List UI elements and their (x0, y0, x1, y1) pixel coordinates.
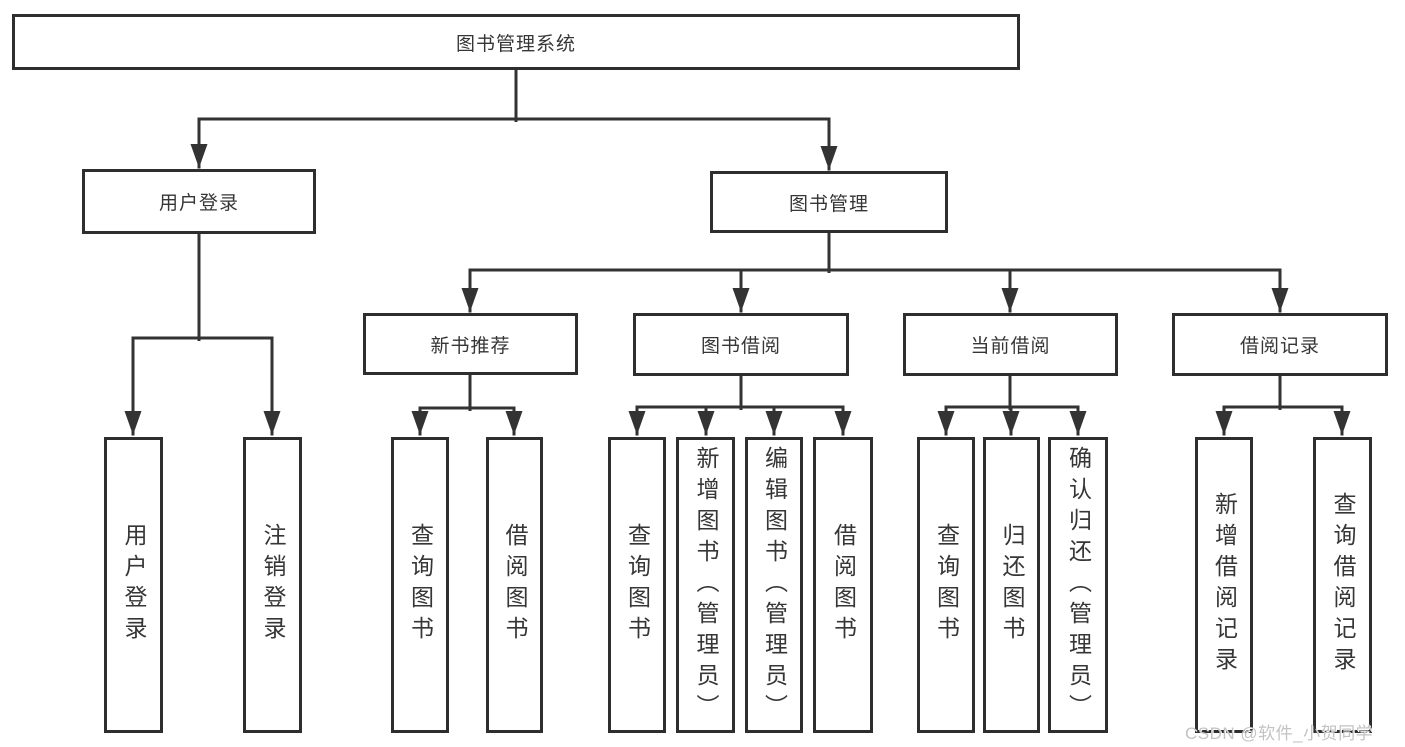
leaf-edit-book-admin: 编辑图书（管理员） (745, 437, 803, 733)
watermark: CSDN @软件_小贺同学 (1185, 724, 1374, 743)
node-borrow-records: 借阅记录 (1172, 313, 1388, 376)
leaf-add-book-admin: 新增图书（管理员） (676, 437, 735, 733)
node-book-management: 图书管理 (710, 171, 948, 233)
leaf-return-book: 归还图书 (983, 437, 1040, 733)
leaf-edit-book-admin-label: 编辑图书（管理员） (761, 445, 788, 725)
leaf-borrow-books-label: 借阅图书 (830, 523, 857, 647)
leaf-query-borrow-record: 查询借阅记录 (1313, 437, 1372, 733)
leaf-query-borrow-record-label: 查询借阅记录 (1330, 492, 1356, 678)
node-current-borrow: 当前借阅 (903, 313, 1118, 376)
node-book-borrow: 图书借阅 (633, 313, 849, 376)
leaf-borrow-books: 借阅图书 (813, 437, 873, 733)
leaf-query-books-current: 查询图书 (917, 437, 975, 733)
leaf-query-books-borrow: 查询图书 (608, 437, 666, 733)
leaf-borrow-books-recommend: 借阅图书 (486, 437, 543, 733)
node-new-book-recommend: 新书推荐 (363, 313, 578, 375)
node-user-login: 用户登录 (82, 169, 316, 234)
leaf-add-book-admin-label: 新增图书（管理员） (693, 445, 719, 725)
node-root: 图书管理系统 (12, 14, 1020, 70)
leaf-return-book-label: 归还图书 (999, 523, 1025, 647)
leaf-query-books-recommend-label: 查询图书 (407, 523, 434, 647)
leaf-logout-label: 注销登录 (260, 523, 286, 647)
leaf-logout: 注销登录 (243, 437, 302, 733)
leaf-query-books-recommend: 查询图书 (391, 437, 449, 733)
connector-lines (124, 66, 1351, 436)
leaf-user-login-label: 用户登录 (121, 523, 147, 647)
leaf-add-borrow-record: 新增借阅记录 (1195, 437, 1253, 733)
leaf-query-books-borrow-label: 查询图书 (624, 523, 651, 647)
leaf-borrow-books-recommend-label: 借阅图书 (502, 523, 528, 647)
leaf-add-borrow-record-label: 新增借阅记录 (1211, 492, 1238, 678)
leaf-query-books-current-label: 查询图书 (933, 523, 960, 647)
leaf-user-login: 用户登录 (104, 437, 163, 733)
leaf-confirm-return-admin: 确认归还（管理员） (1048, 437, 1108, 733)
leaf-confirm-return-admin-label: 确认归还（管理员） (1065, 445, 1092, 725)
